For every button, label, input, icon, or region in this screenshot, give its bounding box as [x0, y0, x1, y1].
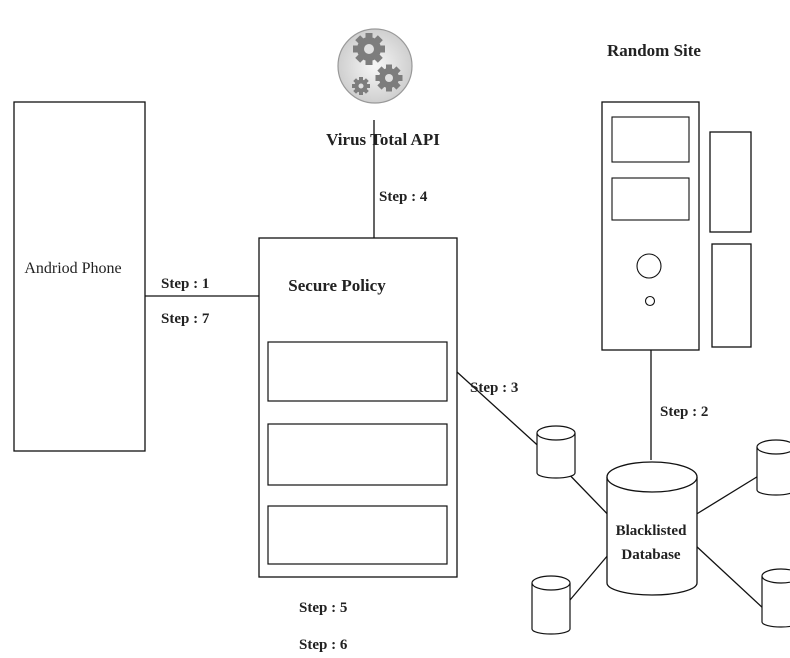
small-database-icon-1: [537, 426, 575, 478]
gears-icon: [338, 29, 412, 103]
step-7-label: Step : 7: [161, 311, 210, 327]
database-label-line1: Blacklisted: [616, 523, 687, 539]
step-1-label: Step : 1: [161, 276, 209, 292]
android-phone-label: Andriod Phone: [24, 260, 121, 277]
secure-policy-label: Secure Policy: [288, 276, 386, 295]
db-link-4: [695, 545, 765, 610]
policy-slot-2: [268, 424, 447, 485]
policy-slot-1: [268, 342, 447, 401]
policy-slot-3: [268, 506, 447, 564]
db-link-2: [695, 475, 760, 515]
virus-total-api-label: Virus Total API: [326, 130, 440, 149]
server-panel-1: [710, 132, 751, 232]
step-3-label: Step : 3: [470, 380, 518, 396]
small-database-icon-4: [762, 569, 790, 627]
step-6-label: Step : 6: [299, 637, 348, 653]
server-panel-2: [712, 244, 751, 347]
database-label-line2: Database: [621, 547, 681, 563]
small-database-icon-2: [757, 440, 790, 495]
small-database-icon-3: [532, 576, 570, 634]
step-2-label: Step : 2: [660, 404, 708, 420]
random-site-label: Random Site: [607, 41, 701, 60]
step-4-label: Step : 4: [379, 189, 428, 205]
step-5-label: Step : 5: [299, 600, 347, 616]
server-tower-icon: [602, 102, 699, 350]
